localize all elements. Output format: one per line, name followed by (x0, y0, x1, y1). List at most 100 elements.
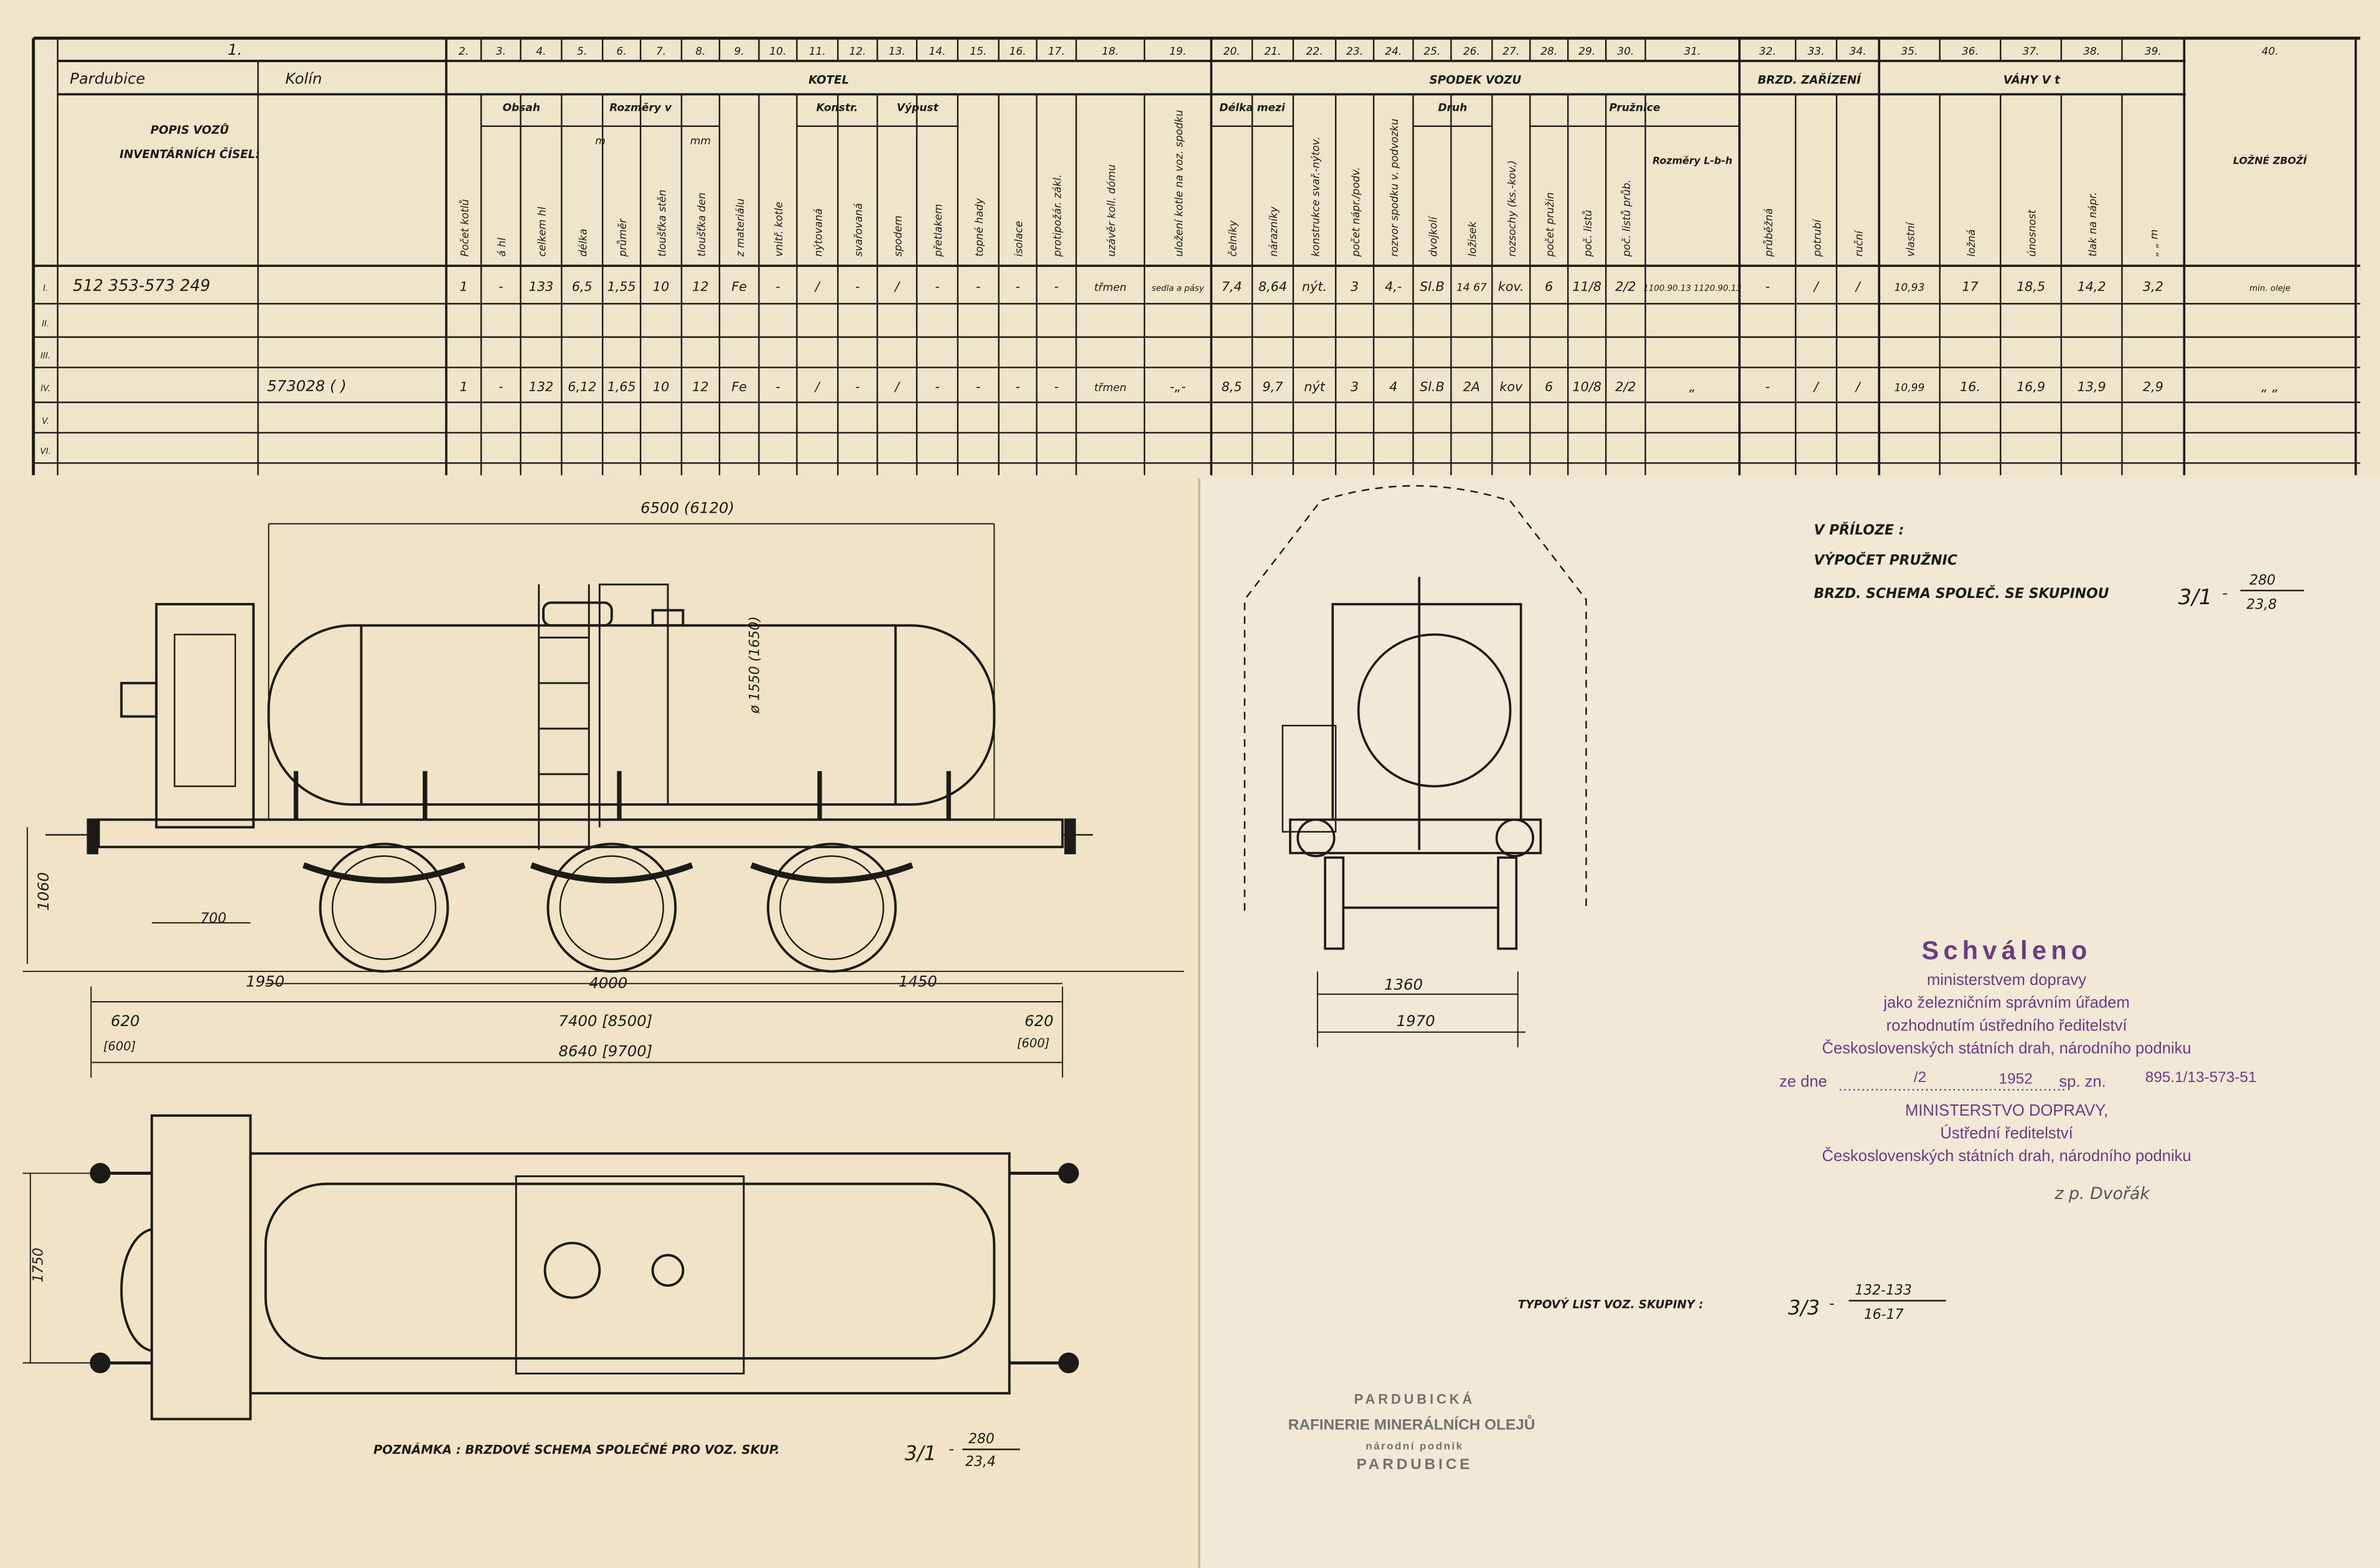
column-label: LOŽNÉ ZBOŽÍ (2233, 155, 2308, 167)
stamp-ref-label: sp. zn. (2059, 1073, 2106, 1091)
table-row-value: - (775, 279, 780, 294)
column-label: ložná (1965, 229, 1977, 256)
column-label: ložisek (1467, 221, 1479, 257)
column-number: 28. (1540, 45, 1557, 58)
note-left-num: 280 (968, 1432, 995, 1447)
column-number: 29. (1578, 45, 1595, 58)
table-row-value: Fe (731, 279, 747, 294)
table-row-value: 8,5 (1222, 379, 1242, 394)
stamp-line: ministerstvem dopravy (1927, 971, 2086, 989)
table-row-value: - (935, 379, 939, 394)
dim-end-width: 1970 (1397, 1012, 1435, 1030)
table-row-value: 14,2 (2078, 279, 2106, 294)
unit-m: m (595, 135, 606, 147)
table-row-value: 3,2 (2143, 279, 2163, 294)
column-label: poč. listů (1582, 210, 1594, 257)
table-row-value: 4 (1389, 379, 1397, 394)
column-number: 8. (695, 45, 705, 58)
column-number: 22. (1306, 45, 1323, 58)
column-number: 20. (1223, 45, 1240, 58)
col-1-number: 1. (228, 40, 242, 58)
table-row-value: „ (1689, 379, 1696, 394)
stamp-line: jako železničním správním úřadem (1883, 994, 2129, 1012)
table-row-value: / (814, 379, 821, 394)
company-stamp-line: PARDUBICE (1356, 1456, 1473, 1473)
table-row-value: 10,93 (1895, 281, 1925, 294)
column-label: únosnost (2026, 208, 2038, 256)
table-row-value: - (1015, 379, 1019, 394)
column-label: uzávěr koll. dómu (1105, 164, 1117, 256)
table-row-value: 11/8 (1572, 279, 1601, 294)
dim-diameter: ø 1550 (1650) (747, 616, 762, 714)
group-label: BRZD. ZAŘÍZENÍ (1758, 73, 1862, 87)
stamp-line: Československých státních drah, národníh… (1822, 1039, 2191, 1057)
leaf-springs (302, 862, 914, 884)
table-row-value: / (894, 279, 901, 294)
end-tank (1357, 633, 1512, 788)
table-grid (32, 36, 2361, 475)
cabin-step (120, 681, 158, 718)
table-row-value: nýt. (1302, 279, 1327, 294)
column-label: tloušťka stěn (656, 190, 668, 257)
table-row-value: kov (1499, 379, 1523, 394)
subgroup-label: Výpust (897, 101, 939, 114)
table-row-value: 13,9 (2078, 379, 2106, 394)
side-view-drawing (22, 523, 1184, 1078)
column-label: nýtovaná (813, 208, 825, 257)
column-label: á hl (496, 238, 508, 257)
dim-620-right: 620 (1024, 1012, 1054, 1030)
column-label: vnitř. kotle (773, 202, 785, 256)
column-label: délka (578, 228, 589, 256)
buffer-head (90, 1352, 111, 1373)
column-number: 12. (849, 45, 866, 58)
column-label: průběžná (1763, 208, 1774, 258)
table-row-value: 1,55 (607, 279, 636, 294)
column-number: 9. (734, 45, 744, 58)
column-number: 3. (496, 45, 506, 58)
plan-buffers (94, 1172, 1075, 1365)
subgroup-label: Obsah (502, 101, 540, 114)
column-number: 27. (1502, 45, 1519, 58)
table-row-value: 8,64 (1258, 279, 1287, 294)
table-row-value: 2,9 (2143, 379, 2163, 394)
column-label: isolace (1013, 221, 1025, 256)
note-left-whole: 3/1 (905, 1442, 937, 1465)
loading-gauge (1244, 485, 1587, 911)
column-number: 35. (1901, 45, 1918, 58)
buffer-head (90, 1162, 111, 1184)
column-number: 33. (1807, 45, 1824, 58)
wheel-3-inner (779, 855, 884, 960)
table-row-value: - (855, 279, 860, 294)
stamp-authority: MINISTERSTVO DOPRAVY, (1905, 1102, 2108, 1119)
stamp-title: Schváleno (1921, 936, 2091, 965)
table-row-value: Fe (731, 379, 747, 394)
buffer-left (87, 818, 99, 854)
group-label: SPODEK VOZU (1430, 74, 1522, 87)
dash: - (2222, 584, 2228, 602)
column-number: 21. (1264, 45, 1281, 58)
column-number: 40. (2262, 45, 2279, 58)
subgroup-label: Rozměry v (609, 101, 672, 114)
subgroup-label: Pružnice (1609, 101, 1660, 114)
column-label: svařovaná (853, 203, 864, 256)
wheel-1-inner (331, 855, 437, 960)
table-row-value: Sl.B (1420, 279, 1445, 294)
plan-view-drawing (22, 1114, 1079, 1421)
column-label: konstrukce svař.-nýtov. (1309, 137, 1321, 257)
table-row-value: - (1765, 379, 1769, 394)
buffer-right (1064, 818, 1076, 854)
table-row-value: / (1855, 379, 1862, 394)
table-row-value: Sl.B (1420, 379, 1445, 394)
dim-600-left: [600] (103, 1039, 136, 1053)
column-number: 26. (1463, 45, 1480, 58)
to-station: Kolín (285, 70, 322, 88)
table-row-value: 6 (1545, 379, 1553, 394)
stamp-date-value: /2 (1914, 1069, 1926, 1086)
column-number: 39. (2145, 45, 2162, 58)
plan-walkway (515, 1175, 745, 1374)
right-page (1199, 478, 2380, 1568)
dim-height: 1060 (34, 872, 52, 911)
subgroup-label: Druh (1438, 101, 1467, 114)
buffer-head (1058, 1352, 1079, 1373)
